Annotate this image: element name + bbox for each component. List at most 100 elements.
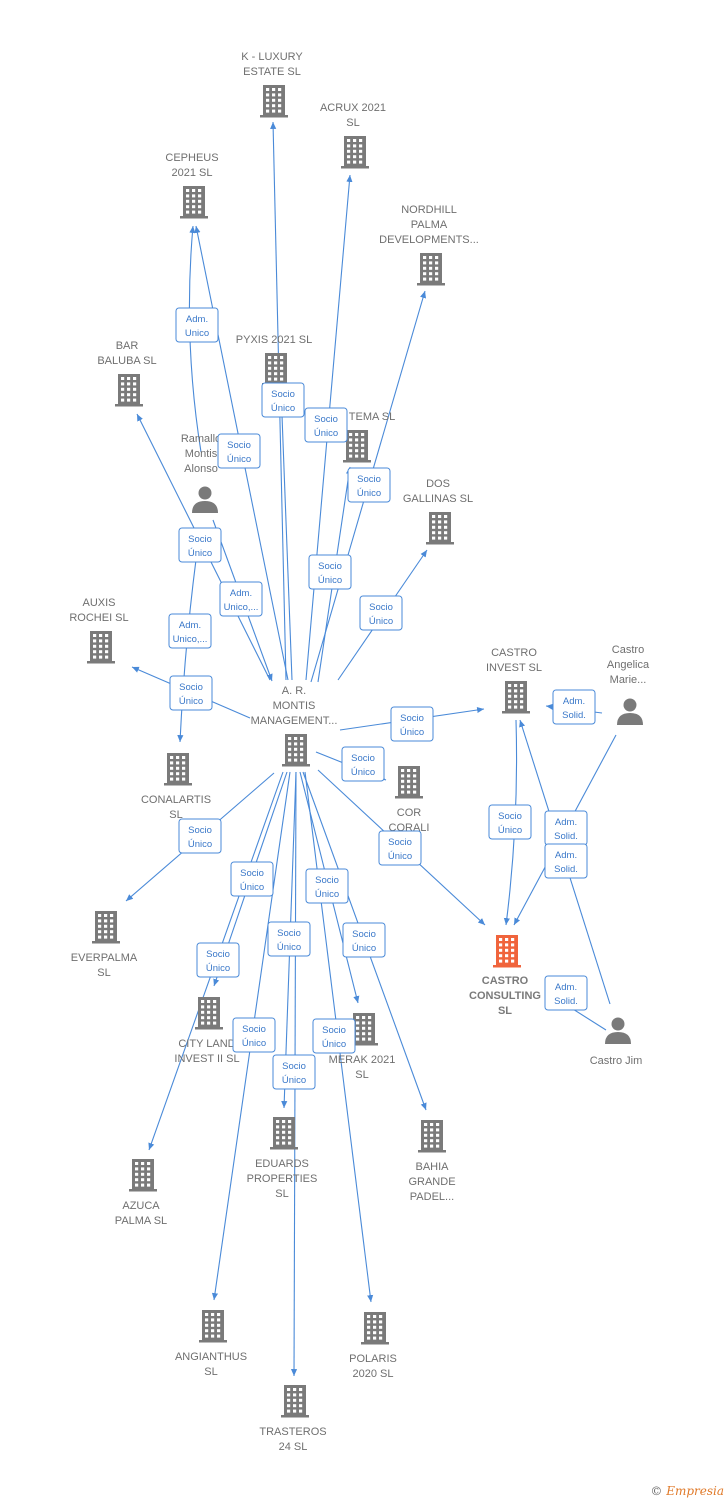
building-icon — [361, 1312, 389, 1345]
node-pyxis[interactable]: PYXIS 2021 SL — [236, 334, 312, 386]
building-icon — [281, 1385, 309, 1418]
edge-label-text: Socio — [271, 389, 295, 400]
node-label: CITY LAND — [178, 1038, 235, 1050]
node-label: PALMA — [411, 219, 448, 231]
node-ar-montis[interactable]: A. R.MONTISMANAGEMENT... — [251, 685, 338, 767]
edge-label-text: Único — [188, 548, 212, 559]
person-icon — [192, 486, 218, 513]
edge-label-text: Único — [369, 616, 393, 627]
node-tema[interactable]: TEMA SL — [343, 411, 395, 463]
node-label: ACRUX 2021 — [320, 102, 386, 114]
building-icon — [502, 681, 530, 714]
node-bar-baluba[interactable]: BAR BALUBA SL — [97, 340, 157, 407]
node-label: TEMA SL — [349, 411, 395, 423]
edge-label-text: Socio — [498, 811, 522, 822]
edge-label-castro_jim-to-castro_consulting[interactable]: Adm.Solid. — [544, 975, 588, 1011]
edge-label-text: Solid. — [554, 831, 578, 842]
edge-label-text: Único — [315, 889, 339, 900]
edge-label-text: Adm. — [563, 696, 585, 707]
edge-label-ramallo-to-ar_montis[interactable]: Adm.Unico,... — [219, 581, 263, 617]
edge-label-text: Único — [351, 767, 375, 778]
edge-label-text: Solid. — [554, 996, 578, 1007]
edge-ar_montis-to-pyxis — [278, 388, 293, 681]
footer-brand[interactable]: © Empresia — [650, 1484, 724, 1498]
edge-label-text: Socio — [227, 440, 251, 451]
node-label: SL — [498, 1005, 512, 1017]
edge-label-text: Socio — [388, 837, 412, 848]
edge-label-castro_jim-to-castro_invest[interactable]: Adm.Solid. — [544, 843, 588, 879]
building-icon — [199, 1310, 227, 1343]
building-icon — [270, 1117, 298, 1150]
node-label: A. R. — [282, 685, 306, 697]
node-castro-jim[interactable]: Castro Jim — [590, 1017, 643, 1068]
building-icon — [282, 734, 310, 767]
building-icon — [164, 753, 192, 786]
node-label: ANGIANTHUS — [175, 1351, 247, 1363]
edge-label-text: Único — [352, 943, 376, 954]
edge-label-text: Socio — [314, 414, 338, 425]
edge-label-text: Único — [388, 851, 412, 862]
edge-label-text: Socio — [282, 1061, 306, 1072]
node-label: MANAGEMENT... — [251, 715, 338, 727]
node-label: MERAK 2021 — [329, 1054, 396, 1066]
building-icon — [395, 766, 423, 799]
node-label: Castro Jim — [590, 1055, 643, 1067]
edge-label-ramallo-to-cepheus[interactable]: Adm.Unico — [175, 307, 219, 343]
node-label: BAR — [116, 340, 139, 352]
node-label: BALUBA SL — [97, 355, 156, 367]
edge-label-ramallo-to-conalartis[interactable]: Adm.Unico,... — [168, 613, 212, 649]
edge-labels-layer: SocioÚnicoSocioÚnicoAdm.UnicoSocioÚnicoS… — [168, 307, 596, 1090]
node-label: 24 SL — [279, 1441, 308, 1453]
edge-label-castro_angelica-to-castro_invest[interactable]: Adm.Solid. — [552, 689, 596, 725]
node-label: 2020 SL — [353, 1368, 394, 1380]
edge-label-text: Socio — [352, 929, 376, 940]
brand-logo-text: Empresia — [666, 1484, 724, 1498]
edge-label-text: Adm. — [186, 314, 208, 325]
edge-label-text: Único — [179, 696, 203, 707]
edge-label-castro_angelica-to-castro_consulting[interactable]: Adm.Solid. — [544, 810, 588, 846]
node-nordhill[interactable]: NORDHILLPALMADEVELOPMENTS... — [379, 204, 479, 286]
node-label: K - LUXURY — [241, 51, 303, 63]
node-castro-angelica[interactable]: CastroAngelicaMarie... — [607, 644, 650, 725]
node-bahia[interactable]: BAHIAGRANDEPADEL... — [408, 1120, 456, 1203]
edge-label-text: Solid. — [554, 864, 578, 875]
